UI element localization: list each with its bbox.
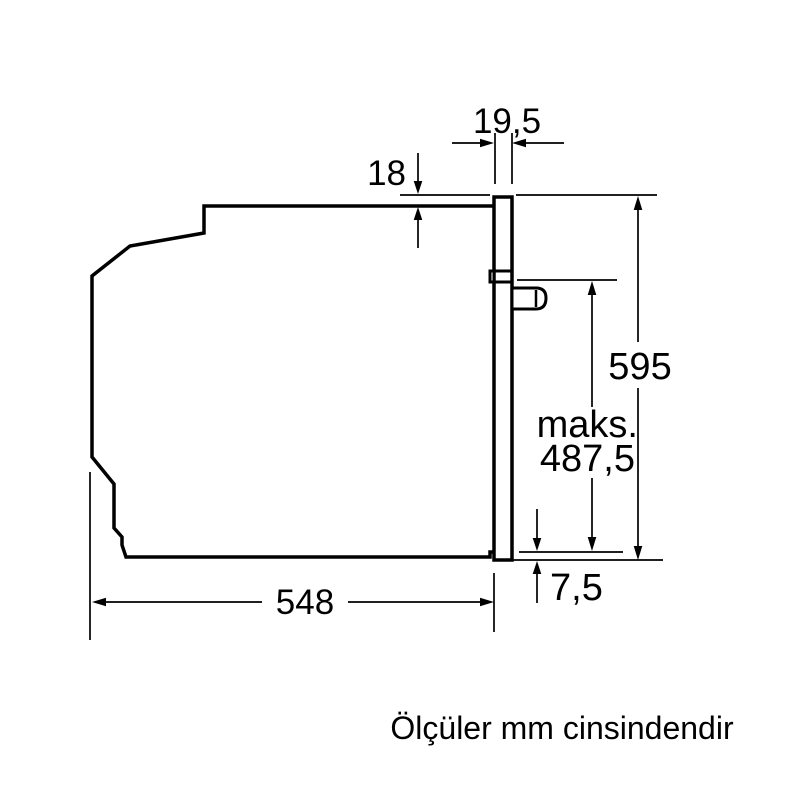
front-panel-body xyxy=(492,195,514,562)
dimension-bottom-overhang: 7,5 xyxy=(532,509,603,609)
dim-bottom-overhang-arrow-down xyxy=(532,538,542,551)
front-panel xyxy=(488,195,548,562)
dim-top-overhang-arrow-down xyxy=(413,181,423,194)
dim-body-depth-arrow-right xyxy=(480,597,494,607)
dimension-max-clearance: maks. 487,5 xyxy=(537,281,638,551)
door-handle xyxy=(510,286,548,311)
dim-front-height-arrow-bottom xyxy=(633,546,643,560)
reference-lines xyxy=(89,133,663,640)
dimension-front-height: 595 xyxy=(608,196,672,560)
units-caption: Ölçüler mm cinsindendir xyxy=(390,710,734,746)
dimension-body-depth: 548 xyxy=(92,583,494,622)
dim-top-overhang-arrow-up xyxy=(413,207,423,220)
dim-max-clearance-label: 487,5 xyxy=(540,438,635,480)
dimension-frame-width: 19,5 xyxy=(452,102,564,148)
oven-body xyxy=(90,204,494,559)
dim-body-depth-arrow-left xyxy=(92,597,106,607)
dim-front-height-arrow-top xyxy=(633,196,643,210)
dimension-top-overhang: 18 xyxy=(367,153,423,248)
dim-max-clearance-prefix: maks. xyxy=(537,404,638,446)
dim-frame-width-arrow-left xyxy=(480,138,494,148)
dim-bottom-overhang-arrow-up xyxy=(532,561,542,574)
dim-top-overhang-label: 18 xyxy=(367,154,406,193)
dim-max-clearance-arrow-top xyxy=(587,281,597,295)
dim-max-clearance-arrow-bottom xyxy=(587,537,597,551)
dim-front-height-label: 595 xyxy=(608,346,671,388)
dim-bottom-overhang-label: 7,5 xyxy=(550,567,603,609)
dim-body-depth-label: 548 xyxy=(276,583,334,622)
front-panel-left-step xyxy=(488,269,496,284)
oven-body-outline xyxy=(90,204,494,559)
dim-frame-width-arrow-right xyxy=(512,138,526,148)
dim-frame-width-label: 19,5 xyxy=(473,102,541,141)
